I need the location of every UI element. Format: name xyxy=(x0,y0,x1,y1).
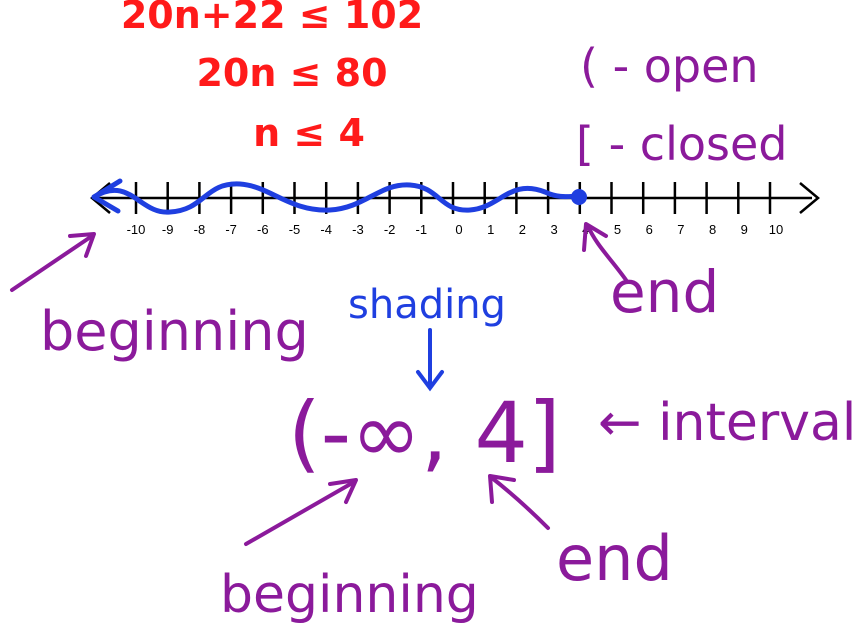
end-label-top: end xyxy=(610,258,719,326)
tick-label: -4 xyxy=(320,222,332,237)
equation-line-1: 20n+22 ≤ 102 xyxy=(121,0,423,37)
tick-label: 3 xyxy=(550,222,557,237)
tick-label: 7 xyxy=(677,222,684,237)
shading-label: shading xyxy=(348,282,506,328)
tick-label: 5 xyxy=(614,222,621,237)
tick-label: -1 xyxy=(416,222,428,237)
shading-wave xyxy=(91,178,583,215)
legend: ( - open [ - closed xyxy=(576,39,787,171)
tick-label: -3 xyxy=(352,222,364,237)
tick-label: 1 xyxy=(487,222,494,237)
beginning-arrow-top xyxy=(10,234,94,292)
tick-label: -10 xyxy=(127,222,146,237)
tick-label: 9 xyxy=(741,222,748,237)
end-arrow-bottom xyxy=(490,476,550,530)
end-arrowhead-bottom xyxy=(488,474,516,504)
interval-label: ← interval xyxy=(598,393,854,453)
equation-line-2: 20n ≤ 80 xyxy=(196,51,387,95)
tick-label: -8 xyxy=(194,222,206,237)
tick-label: -7 xyxy=(225,222,237,237)
tick-label: -5 xyxy=(289,222,301,237)
end-label-bottom: end xyxy=(556,522,673,595)
tick-label: 6 xyxy=(646,222,653,237)
equation-line-3: n ≤ 4 xyxy=(253,111,365,155)
right-arrowhead xyxy=(799,182,820,214)
tick-label: 8 xyxy=(709,222,716,237)
shading-arrowhead xyxy=(91,178,123,214)
tick-label: -6 xyxy=(257,222,269,237)
shading-pointer xyxy=(416,328,444,392)
interval-notation: (-∞, 4] xyxy=(288,384,561,482)
beginning-label-bottom: beginning xyxy=(220,565,479,625)
end-arrowhead-top xyxy=(582,222,608,252)
beginning-arrow-bottom xyxy=(244,480,356,546)
legend-open: ( - open xyxy=(580,39,759,93)
equations: 20n+22 ≤ 102 20n ≤ 80 n ≤ 4 xyxy=(121,0,423,155)
tick-label: 2 xyxy=(519,222,526,237)
tick-label: -9 xyxy=(162,222,174,237)
annotations xyxy=(10,222,628,546)
beginning-arrowhead-bottom xyxy=(328,478,358,504)
tick-label: -2 xyxy=(384,222,396,237)
beginning-arrowhead-top xyxy=(68,232,96,258)
shading-curve xyxy=(91,181,583,215)
legend-closed: [ - closed xyxy=(576,117,787,171)
closed-endpoint-dot xyxy=(571,189,587,205)
beginning-label-top: beginning xyxy=(40,300,309,363)
end-arrow-top xyxy=(586,224,628,282)
tick-label: 0 xyxy=(455,222,462,237)
tick-label: 10 xyxy=(769,222,783,237)
